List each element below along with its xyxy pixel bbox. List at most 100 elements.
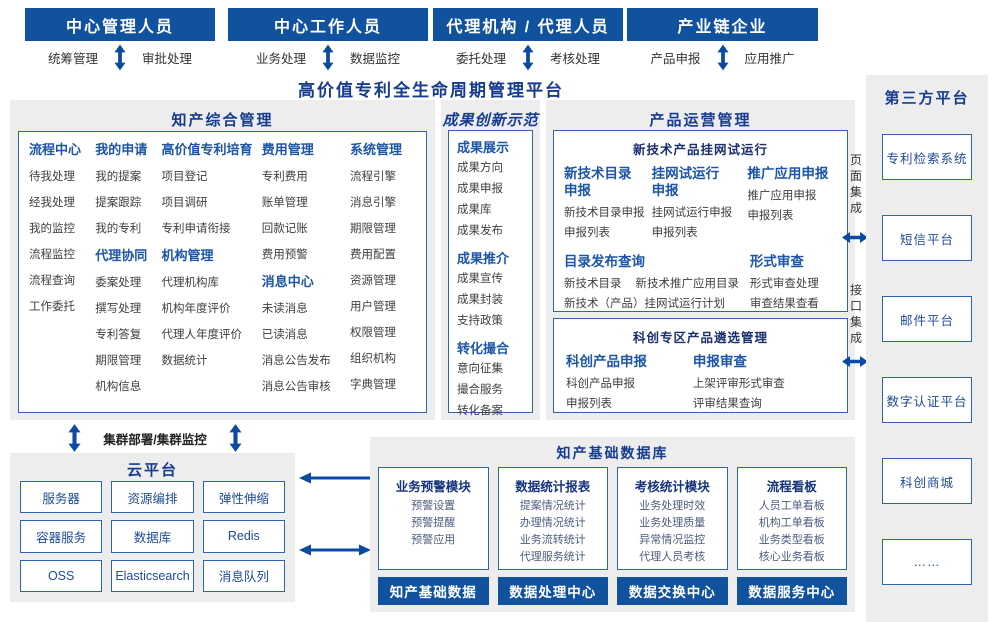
actor-role-left: 业务处理 — [255, 51, 306, 66]
third-party-box: 科创商城 — [882, 458, 972, 504]
api-integration-label: 接口集成 — [849, 283, 862, 345]
module-item: 成果发布 — [457, 225, 503, 237]
module-item: 组织机构 — [350, 353, 396, 365]
actor-roles: 产品申报 应用推广 — [627, 41, 818, 73]
vertical-double-arrow-icon — [716, 44, 729, 70]
module-header: 数据统计报表 — [515, 480, 591, 494]
section-achievement: 成果创新示范 成果展示 成果方向成果申报成果库成果发布 成果推介 成果宣传成果封… — [441, 100, 540, 420]
database-module-box: 数据统计报表 提案情况统计办理情况统计业务流转统计代理服务统计 — [497, 467, 608, 570]
module-group: 成果推介 成果宣传成果封装支持政策 — [457, 251, 524, 329]
module-item: 工作委托 — [29, 301, 75, 313]
actor-role-right: 审批处理 — [142, 51, 193, 66]
module-group: 科创产品申报 科创产品申报申报列表 — [566, 353, 693, 410]
module-items: 成果方向成果申报成果库成果发布 — [457, 161, 524, 239]
module-group: 消息中心 未读消息已读消息消息公告发布消息公告审核 — [261, 261, 348, 394]
module-item: 申报列表 — [564, 227, 610, 239]
box-title: 科创专区产品遴选管理 — [632, 331, 768, 345]
module-item: 消息公告审核 — [261, 381, 331, 393]
module-item: 上架评审形式审查 — [692, 378, 785, 390]
cluster-link: 集群部署/集群监控 — [10, 422, 300, 454]
vertical-double-arrow-icon — [229, 424, 242, 452]
module-header: 科创产品申报 — [566, 354, 647, 369]
module-item: 未读消息 — [261, 303, 308, 315]
section-title: 云平台 — [126, 462, 178, 479]
module-item: 消息公告发布 — [261, 355, 331, 367]
module-item: 代理机构库 — [161, 277, 220, 289]
vertical-double-arrow-icon — [68, 424, 81, 452]
module-items: 提案情况统计办理情况统计业务流转统计代理服务统计 — [499, 500, 608, 563]
section-title: 第三方平台 — [884, 90, 970, 107]
module-items: 意向征集撮合服务转化备案 — [457, 362, 524, 419]
module-items: 新技术目录申报申报列表 — [564, 207, 652, 239]
module-item: 待我处理 — [29, 171, 75, 183]
section-ip-management: 知产综合管理 流程中心 待我处理经我处理我的监控流程监控流程查询工作委托 我的申… — [10, 100, 435, 420]
actor-role-right: 考核处理 — [550, 51, 601, 66]
module-item: 用户管理 — [350, 301, 396, 313]
actor-role-left: 统筹管理 — [47, 51, 98, 66]
module-item: 异常情况监控 — [639, 534, 706, 546]
third-party-box: 邮件平台 — [882, 296, 972, 342]
actor-group: 中心管理人员 统筹管理 审批处理 — [25, 8, 215, 73]
module-item: 委案处理 — [95, 277, 142, 289]
section-title: 知产基础数据库 — [556, 445, 669, 461]
module-item: 新技术（产品）挂网试运行计划 — [564, 298, 725, 310]
module-item: 人员工单看板 — [758, 500, 825, 512]
module-item: 流程监控 — [29, 249, 75, 261]
module-item: 核心业务看板 — [758, 551, 825, 563]
data-center-box: 数据处理中心 — [497, 577, 608, 605]
module-column: 系统管理 流程引擎消息引擎期限管理费用配置资源管理用户管理权限管理组织机构字典管… — [350, 134, 416, 410]
module-header: 流程中心 — [29, 142, 82, 157]
module-items: 人员工单看板机构工单看板业务类型看板核心业务看板 — [738, 500, 847, 563]
cloud-service-box: 服务器 — [20, 481, 103, 514]
third-party-box: 数字认证平台 — [882, 377, 972, 423]
actor-group: 产业链企业 产品申报 应用推广 — [627, 8, 818, 73]
module-header: 形式审查 — [749, 254, 804, 269]
module-item: 经我处理 — [29, 197, 75, 209]
module-item: 期限管理 — [350, 223, 396, 235]
module-item: 数据统计 — [161, 355, 208, 367]
module-column: 我的申请 我的提案提案跟踪我的专利 代理协同 委案处理撰写处理专利答复期限管理机… — [95, 134, 159, 410]
module-header: 申报审查 — [692, 354, 747, 369]
trial-columns: 新技术目录申报 新技术目录申报申报列表 挂网试运行申报 挂网试运行申报申报列表 … — [564, 165, 837, 239]
module-item: 新技术推广应用目录 — [635, 278, 740, 290]
module-item: 专利费用 — [261, 171, 308, 183]
trial-row2: 目录发布查询 新技术目录新技术推广应用目录 新技术（产品）挂网试运行计划 形式审… — [564, 253, 837, 310]
actor-role-right: 数据监控 — [350, 51, 401, 66]
module-items: 科创产品申报申报列表 — [566, 378, 693, 410]
cloud-service-box: 容器服务 — [20, 520, 103, 553]
module-item: 成果方向 — [457, 162, 503, 174]
module-item: 新技术目录申报 — [564, 207, 645, 219]
module-items: 成果宣传成果封装支持政策 — [457, 272, 524, 329]
module-item: 转化备案 — [457, 405, 503, 417]
module-item: 字典管理 — [350, 379, 396, 391]
module-item: 资源管理 — [350, 275, 396, 287]
module-items: 代理机构库机构年度评价代理人年度评价数据统计 — [162, 277, 260, 367]
cloud-service-box: Redis — [202, 520, 285, 553]
module-item: 业务流转统计 — [519, 534, 586, 546]
selection-columns: 科创产品申报 科创产品申报申报列表 申报审查 上架评审形式审查评审结果查询 — [564, 353, 837, 410]
box-title: 新技术产品挂网试运行 — [632, 143, 768, 157]
module-item: 意向征集 — [457, 363, 503, 375]
section-title: 产品运营管理 — [649, 112, 752, 129]
module-item: 成果库 — [457, 204, 492, 216]
module-group: 推广应用申报 推广应用申报申报列表 — [747, 165, 837, 239]
ip-management-box: 流程中心 待我处理经我处理我的监控流程监控流程查询工作委托 我的申请 我的提案提… — [18, 131, 427, 413]
section-product-ops: 产品运营管理 新技术产品挂网试运行 新技术目录申报 新技术目录申报申报列表 挂网… — [546, 100, 855, 420]
module-items: 预警设置预警提醒预警应用 — [379, 500, 488, 546]
module-item: 费用预警 — [261, 249, 308, 261]
module-item: 权限管理 — [350, 327, 396, 339]
module-items: 上架评审形式审查评审结果查询 — [693, 378, 837, 410]
module-items: 待我处理经我处理我的监控流程监控流程查询工作委托 — [29, 171, 93, 313]
module-item: 消息引擎 — [350, 197, 396, 209]
cloud-service-box: 资源编排 — [111, 481, 194, 514]
module-items: 挂网试运行申报申报列表 — [652, 207, 748, 239]
vertical-double-arrow-icon — [114, 44, 126, 70]
third-party-box: 专利检索系统 — [882, 134, 972, 180]
module-item: 评审结果查询 — [692, 398, 762, 410]
module-item: 推广应用申报 — [747, 190, 817, 202]
module-group: 高价值专利培育 项目登记项目调研专利申请衔接 — [162, 134, 260, 236]
actor-group: 代理机构 / 代理人员 委托处理 考核处理 — [433, 8, 623, 73]
actor-roles: 委托处理 考核处理 — [433, 41, 623, 73]
module-group: 系统管理 流程引擎消息引擎期限管理费用配置资源管理用户管理权限管理组织机构字典管… — [350, 134, 416, 392]
